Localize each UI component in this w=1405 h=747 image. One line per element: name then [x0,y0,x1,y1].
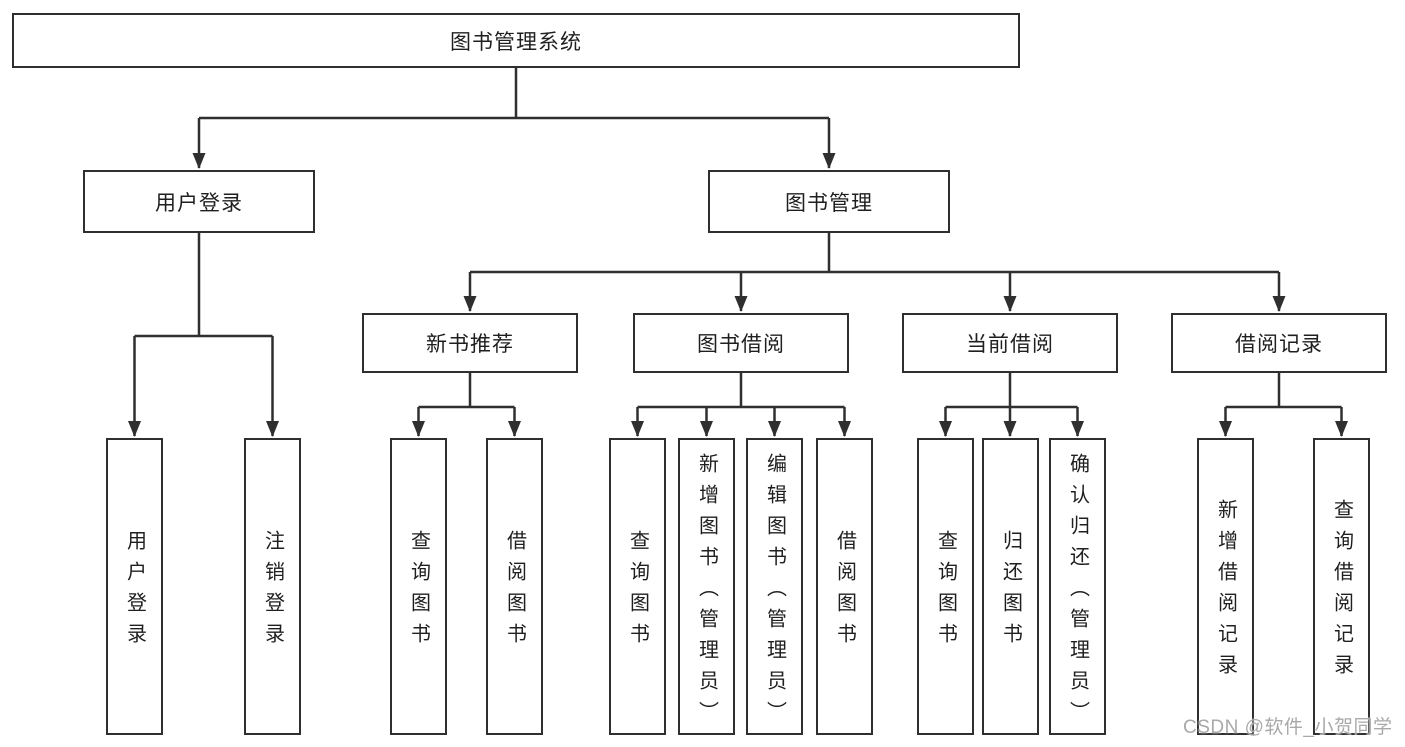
node-label: 新增借阅记录 [1214,499,1237,685]
leaf-query-book-2: 查询图书 [609,438,666,735]
node-label: 图书借阅 [697,333,785,356]
leaf-query-book-1: 查询图书 [390,438,447,735]
node-user-login: 用户登录 [83,170,315,233]
node-label: 编辑图书（管理员） [763,452,786,732]
node-label: 借阅图书 [833,530,856,654]
leaf-logout: 注销登录 [244,438,301,735]
node-label: 查询图书 [626,530,649,654]
node-label: 新书推荐 [426,333,514,356]
csdn-watermark: CSDN @软件_小贺同学 [1183,717,1393,738]
node-borrowing-records: 借阅记录 [1171,313,1387,373]
leaf-add-book-admin: 新增图书（管理员） [678,438,735,735]
connector-skeleton [134,68,1342,409]
leaf-edit-book-admin: 编辑图书（管理员） [746,438,803,735]
node-label: 图书管理 [785,191,873,215]
node-book-borrowing: 图书借阅 [633,313,849,373]
node-current-borrowing: 当前借阅 [902,313,1118,373]
node-label: 用户登录 [123,530,146,654]
leaf-borrow-book-1: 借阅图书 [486,438,543,735]
node-label: 借阅图书 [503,530,526,654]
node-library-management-system: 图书管理系统 [12,13,1020,68]
node-new-book-recommendation: 新书推荐 [362,313,578,373]
node-label: 查询图书 [934,530,957,654]
leaf-query-borrow-record: 查询借阅记录 [1313,438,1370,735]
leaf-confirm-return-admin: 确认归还（管理员） [1049,438,1106,735]
node-label: 确认归还（管理员） [1066,452,1089,732]
node-label: 借阅记录 [1235,333,1323,356]
node-label: 当前借阅 [966,333,1054,356]
leaf-borrow-book-2: 借阅图书 [816,438,873,735]
node-label: 新增图书（管理员） [695,452,718,732]
node-book-management: 图书管理 [708,170,950,233]
leaf-add-borrow-record: 新增借阅记录 [1197,438,1254,735]
node-label: 查询图书 [407,530,430,654]
node-label: 注销登录 [261,530,284,654]
node-label: 图书管理系统 [450,30,582,54]
node-label: 查询借阅记录 [1330,499,1353,685]
connector-arrows [128,118,1348,437]
node-label: 归还图书 [999,530,1022,654]
leaf-return-book: 归还图书 [982,438,1039,735]
leaf-user-login: 用户登录 [106,438,163,735]
leaf-query-book-3: 查询图书 [917,438,974,735]
node-label: 用户登录 [155,191,243,215]
